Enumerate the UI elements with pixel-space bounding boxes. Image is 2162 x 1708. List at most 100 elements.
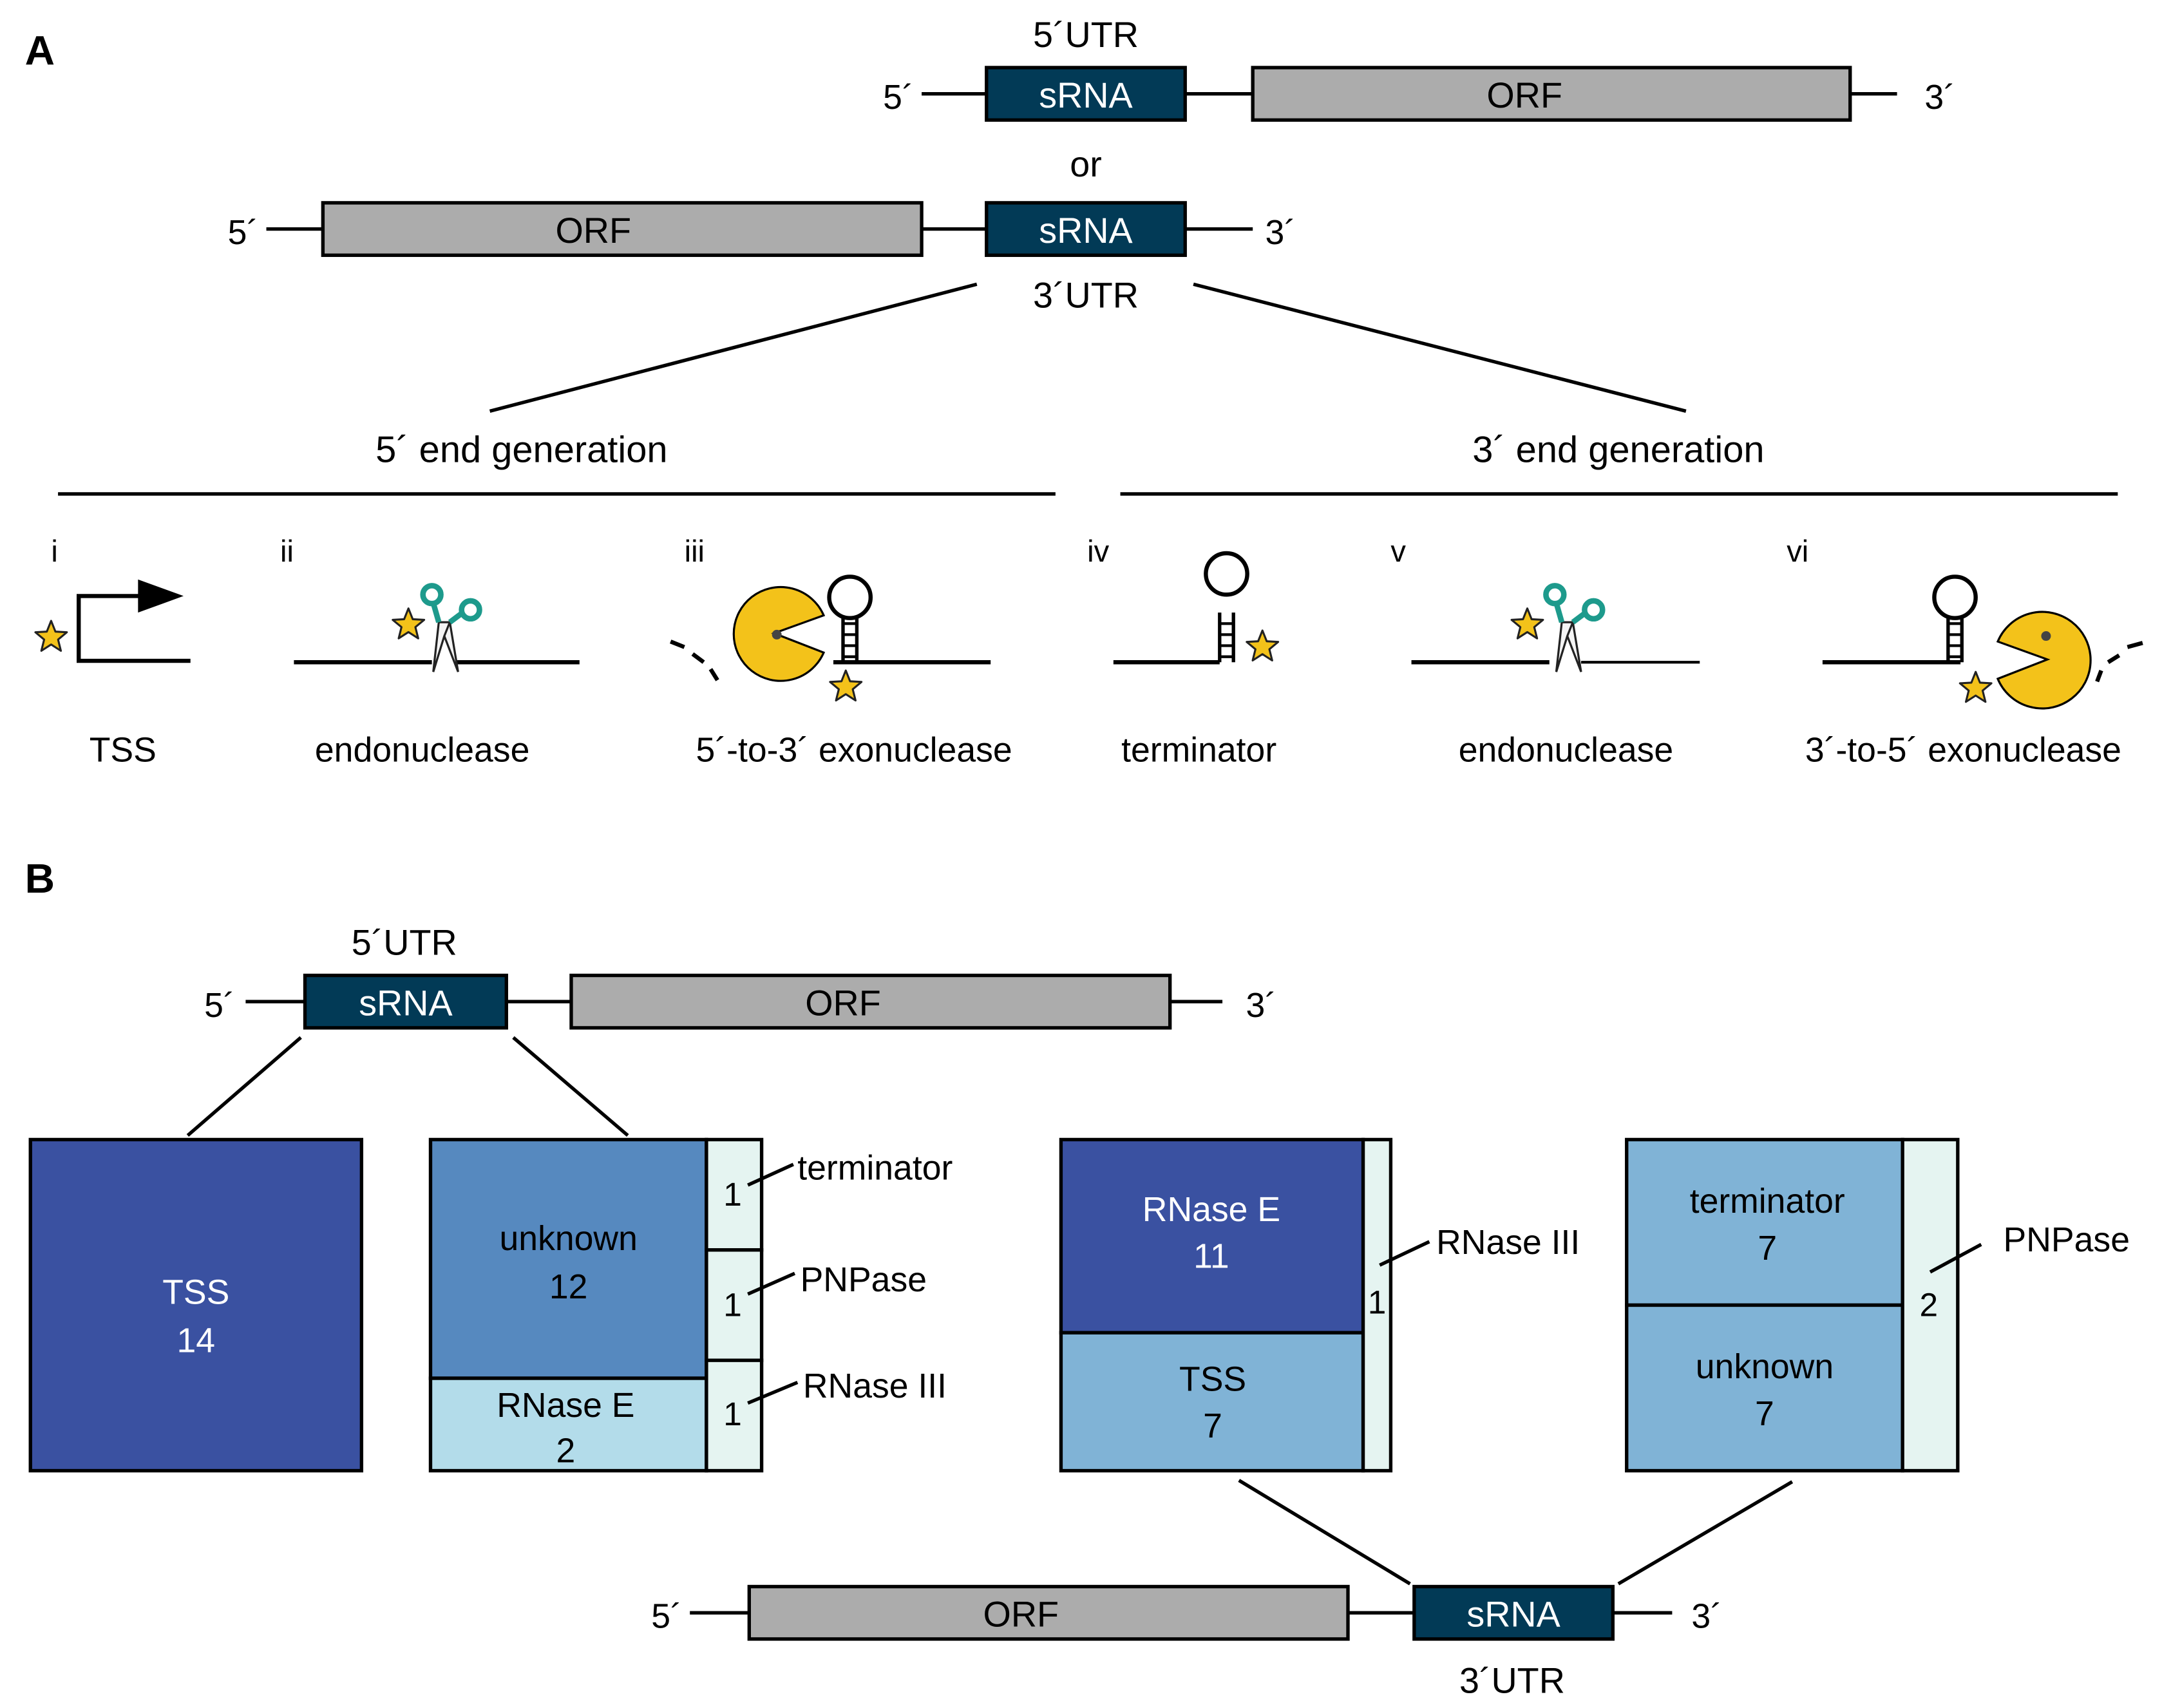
mechanism-caption: endonuclease — [315, 731, 529, 769]
panel-a-top-construct: 5´ 3´ sRNA ORF 5´UTR — [883, 15, 1955, 122]
rnase-iii-block — [705, 1358, 764, 1473]
mechanism-caption: terminator — [1121, 731, 1276, 769]
five-prime-label: 5´ — [228, 214, 259, 252]
connector-line — [186, 1036, 302, 1137]
leader-line — [747, 1162, 794, 1187]
rnase-iii-count: 1 — [1368, 1283, 1387, 1320]
promoter-arrow-icon — [34, 579, 191, 663]
star-icon — [1246, 629, 1280, 662]
mechanism-numeral: i — [51, 534, 57, 568]
mechanism-caption: endonuclease — [1459, 731, 1673, 769]
pnpase-count: 1 — [723, 1286, 742, 1324]
three-end-heading: 3´ end generation — [1472, 430, 1764, 471]
tss-block — [1059, 1331, 1365, 1473]
star-icon — [34, 620, 68, 652]
unknown-name: unknown — [1696, 1348, 1834, 1386]
terminator-count: 1 — [723, 1175, 742, 1213]
three-prime-label: 3´ — [1924, 79, 1955, 117]
connector-line — [489, 282, 978, 413]
orf-box — [321, 201, 924, 257]
connector-line — [512, 1036, 629, 1137]
scissors-icon — [1411, 585, 1700, 672]
utr-label: 3´UTR — [1033, 276, 1139, 316]
unknown-count: 12 — [549, 1268, 588, 1306]
scissors-icon — [294, 585, 580, 672]
rnase-e-count: 11 — [1193, 1238, 1229, 1276]
srna-label: sRNA — [1039, 211, 1133, 251]
orf-label: ORF — [1486, 75, 1562, 115]
tss-count: 7 — [1203, 1407, 1222, 1445]
mechanism-caption: 5´-to-3´ exonuclease — [696, 731, 1012, 769]
mechanism-numeral: iv — [1087, 534, 1109, 568]
orf-box — [1251, 66, 1852, 122]
tss-name: TSS — [162, 1273, 229, 1311]
mechanism-numeral: ii — [280, 534, 294, 568]
three-prime-label: 3´ — [1246, 987, 1276, 1025]
five-prime-label: 5´ — [651, 1598, 682, 1636]
srna-label: sRNA — [1039, 75, 1133, 115]
panel-b-top-construct: 5´ 3´ sRNA ORF 5´UTR — [204, 922, 1276, 1030]
utr5-five-end-chart: TSS 14 — [28, 1137, 364, 1473]
utr-label: 3´UTR — [1459, 1660, 1565, 1700]
five-prime-label: 5´ — [204, 987, 235, 1025]
srna-box — [303, 973, 508, 1030]
mechanism-numeral: vi — [1787, 534, 1808, 568]
orf-label: ORF — [805, 983, 881, 1023]
pnpase-name: PNPase — [2004, 1221, 2130, 1259]
orf-box — [747, 1584, 1350, 1641]
hairpin-icon — [1113, 551, 1280, 665]
mechanism-numeral: iii — [685, 534, 705, 568]
tss-block — [28, 1137, 364, 1473]
srna-box — [1412, 1584, 1615, 1641]
unknown-block — [1625, 1303, 1904, 1473]
connector-line — [1617, 1480, 1794, 1586]
pacman-hairpin-icon — [670, 574, 991, 702]
orf-label: ORF — [555, 211, 631, 251]
or-label: or — [1070, 144, 1102, 184]
utr5-three-end-chart: unknown 12 RNase E 2 1 1 1 terminator PN… — [428, 1137, 953, 1473]
panel-a-bottom-construct: 5´ 3´ ORF sRNA 3´UTR — [228, 201, 1296, 316]
pnpase-count: 2 — [1920, 1286, 1939, 1324]
rnase-iii-name: RNase III — [803, 1367, 947, 1405]
pnpase-name: PNPase — [801, 1261, 927, 1299]
unknown-name: unknown — [500, 1220, 638, 1258]
rnase-e-count: 2 — [556, 1432, 576, 1470]
rnase-e-name: RNase E — [1143, 1191, 1280, 1229]
mechanism-caption: TSS — [90, 731, 156, 769]
star-icon — [1510, 607, 1544, 640]
star-icon — [1958, 670, 1993, 703]
utr-label: 5´UTR — [1033, 15, 1139, 55]
leader-line — [1379, 1240, 1430, 1267]
mechanism-caption: 3´-to-5´ exonuclease — [1805, 731, 2121, 769]
unknown-count: 7 — [1755, 1395, 1774, 1433]
connector-line — [1193, 282, 1687, 413]
rnase-e-name: RNase E — [497, 1387, 634, 1425]
star-icon — [829, 669, 863, 702]
rnase-iii-block — [1361, 1137, 1393, 1473]
srna-box — [985, 66, 1187, 122]
three-prime-label: 3´ — [1265, 214, 1296, 252]
mechanism-numeral: v — [1390, 534, 1406, 568]
pnpase-block — [1901, 1137, 1960, 1473]
panel-a-label: A — [25, 28, 55, 74]
terminator-block — [705, 1137, 764, 1252]
five-end-heading: 5´ end generation — [375, 430, 667, 471]
three-prime-label: 3´ — [1691, 1598, 1722, 1636]
srna-box — [985, 201, 1187, 257]
unknown-block — [428, 1137, 708, 1380]
leader-line — [747, 1380, 799, 1405]
panel-b-label: B — [25, 855, 55, 902]
star-icon — [392, 607, 426, 640]
five-prime-label: 5´ — [883, 79, 914, 117]
tss-count: 14 — [177, 1322, 216, 1360]
terminator-block — [1625, 1137, 1904, 1307]
tss-name: TSS — [1179, 1360, 1246, 1398]
rnase-e-block — [428, 1376, 708, 1473]
leader-line — [1929, 1242, 1982, 1274]
hairpin-pacman-icon — [1822, 574, 2143, 710]
terminator-name: terminator — [1690, 1182, 1845, 1220]
utr-label: 5´UTR — [352, 922, 457, 962]
orf-box — [569, 973, 1172, 1030]
panel-b-bottom-construct: 5´ 3´ ORF sRNA 3´UTR — [651, 1584, 1722, 1700]
